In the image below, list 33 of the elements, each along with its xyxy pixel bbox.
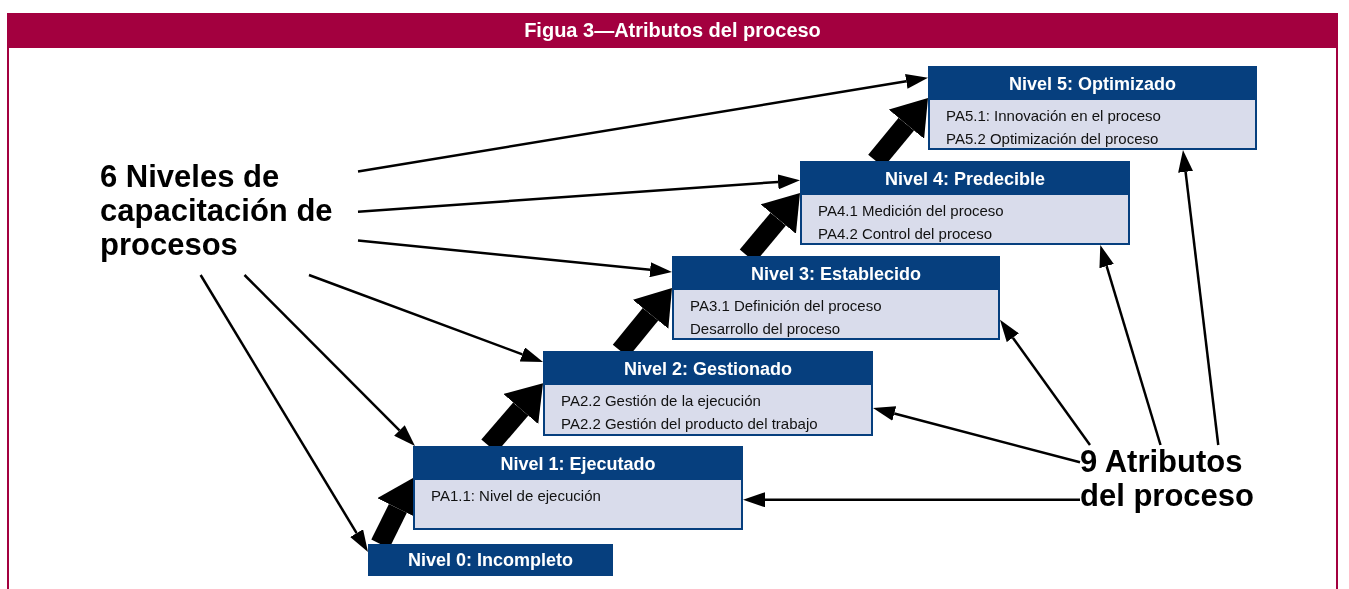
arrow	[743, 492, 1080, 508]
process-attribute: PA3.1 Definición del proceso	[690, 296, 883, 316]
arrow	[1000, 319, 1091, 446]
process-attribute: PA2.2 Gestión de la ejecución	[561, 391, 762, 411]
level-heading: Nivel 2: Gestionado	[545, 353, 871, 385]
arrow	[199, 274, 368, 552]
arrow	[873, 406, 1081, 464]
heading-text: 6 Niveles de capacitación de procesos	[100, 160, 334, 262]
level-box	[800, 161, 1130, 245]
process-attribute: Desarrollo del proceso	[690, 319, 842, 339]
arrow	[308, 273, 543, 363]
level-heading: Nivel 1: Ejecutado	[415, 448, 741, 480]
process-attribute: PA1.1: Nivel de ejecución	[431, 486, 602, 506]
level-heading: Nivel 4: Predecible	[802, 163, 1128, 195]
process-attribute: PA5.2 Optimización del proceso	[946, 129, 1160, 149]
process-attribute: PA2.2 Gestión del producto del trabajo	[561, 414, 819, 434]
arrow	[1178, 150, 1220, 446]
process-attribute: PA4.1 Medición del proceso	[818, 201, 1005, 221]
level-box	[413, 446, 743, 530]
level-box	[672, 256, 1000, 340]
level-box	[928, 66, 1257, 150]
title-bar: Figua 3—Atributos del proceso	[7, 13, 1338, 48]
process-attribute: PA5.1: Innovación en el proceso	[946, 106, 1162, 126]
arrow	[243, 274, 415, 446]
level-heading: Nivel 5: Optimizado	[930, 68, 1255, 100]
heading-text: 9 Atributos del proceso	[1080, 445, 1255, 513]
process-attribute: PA4.2 Control del proceso	[818, 224, 993, 244]
arrow	[357, 239, 672, 278]
level-box	[543, 351, 873, 436]
arrow	[357, 73, 928, 173]
arrow	[1099, 245, 1162, 446]
level-heading: Nivel 3: Establecido	[674, 258, 998, 290]
arrow	[357, 174, 800, 213]
